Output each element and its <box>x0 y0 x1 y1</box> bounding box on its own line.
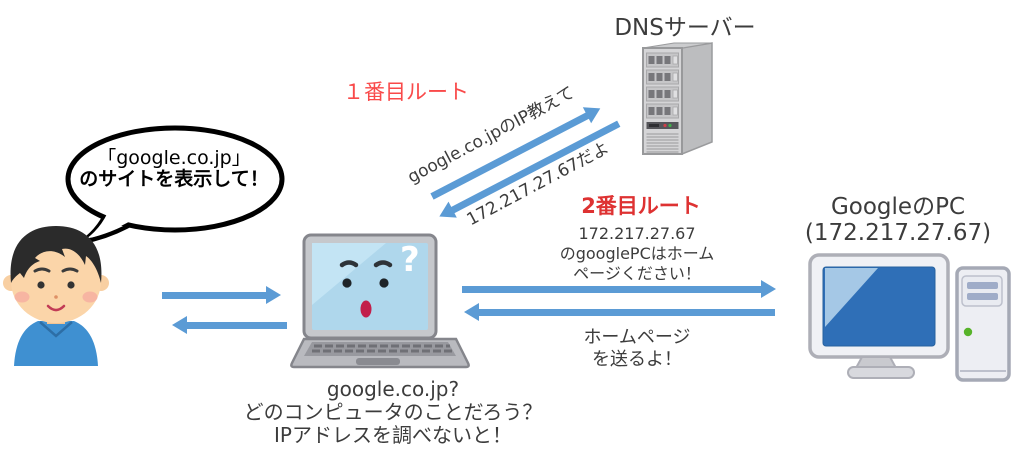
route1-label: １番目ルート <box>343 80 469 104</box>
server-rack-units <box>646 52 679 119</box>
web-request-text: 172.217.27.67 のgooglePCはホーム ページください！ <box>527 224 747 284</box>
laptop-face-mouth <box>360 300 372 318</box>
pc-drive-slot <box>967 282 998 289</box>
laptop-face-eyebrow <box>373 260 393 268</box>
desktop-pc-icon <box>808 253 1011 382</box>
laptop-thought-line2: どのコンピュータのことだろう？ <box>243 400 543 424</box>
web-request-line2: のgooglePCはホーム <box>559 244 715 263</box>
boy-user-icon <box>3 226 109 366</box>
dns-server-icon <box>642 42 713 156</box>
dns-server-label: DNSサーバー <box>614 15 756 41</box>
arrow-user-to-laptop <box>162 286 281 304</box>
monitor-screen-glare <box>825 268 878 327</box>
web-request-line3: ページください！ <box>573 264 701 283</box>
laptop-icon <box>290 233 470 369</box>
speech-bubble-line2: のサイトを表示して！ <box>79 168 269 190</box>
server-vents <box>646 133 679 153</box>
laptop-thought-line1: google.co.jp? <box>326 377 460 401</box>
laptop-face-eyebrow <box>339 260 359 268</box>
monitor-stand-base <box>847 366 915 379</box>
pc-drive-slot <box>967 293 998 300</box>
laptop-thought-text: google.co.jp? どのコンピュータのことだろう？ IPアドレスを調べな… <box>213 378 573 447</box>
laptop-question-mark: ? <box>400 240 420 280</box>
web-reply-line2: を送るよ！ <box>592 349 682 370</box>
laptop-thought-line3: IPアドレスを調べないと！ <box>274 423 512 447</box>
arrow-laptop-to-pc <box>462 280 776 298</box>
speech-bubble-line1: 「google.co.jp」 <box>97 147 251 169</box>
web-request-line1: 172.217.27.67 <box>578 224 696 243</box>
google-pc-ip: (172.217.27.67) <box>804 220 992 246</box>
arrow-laptop-to-user <box>172 316 287 334</box>
server-led-panel <box>646 122 679 129</box>
pc-power-led <box>963 327 973 337</box>
web-reply-line1: ホームページ <box>583 327 691 348</box>
arrow-pc-to-laptop <box>464 303 775 321</box>
laptop-face-eye <box>379 278 389 288</box>
google-pc-name: GoogleのPC <box>830 194 966 220</box>
route2-label: 2番目ルート <box>581 194 701 218</box>
pc-drive-panel <box>961 275 1003 307</box>
web-reply-text: ホームページ を送るよ！ <box>537 327 737 371</box>
google-pc-label: GoogleのPC (172.217.27.67) <box>788 194 1008 246</box>
laptop-face-eye <box>342 278 352 288</box>
speech-bubble-text: 「google.co.jp」 のサイトを表示して！ <box>64 148 284 190</box>
